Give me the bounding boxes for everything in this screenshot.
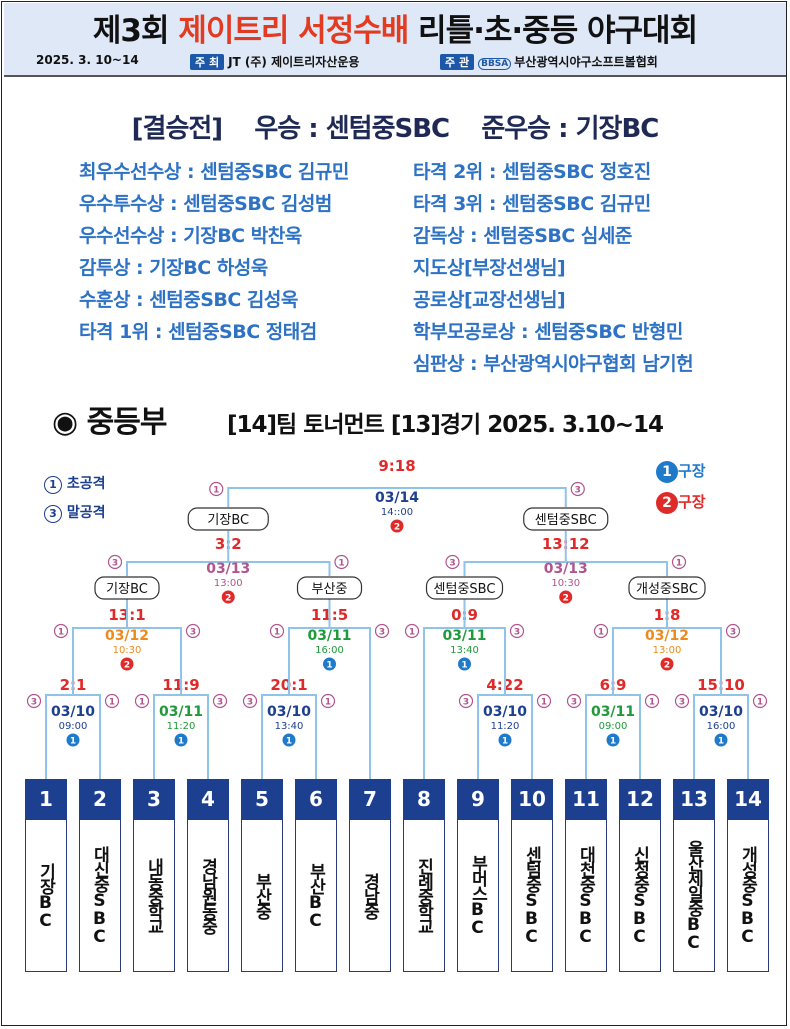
team-name: 부머스BC xyxy=(467,855,488,936)
team-number: 1 xyxy=(25,779,67,819)
legend-label: 초공격 xyxy=(66,476,106,492)
award-item: 감독상 : 센텀중SBC 심세준 xyxy=(413,225,632,247)
award-item: 타격 1위 : 센텀중SBC 정태검 xyxy=(79,321,317,343)
circle-3-icon: 3 xyxy=(44,505,62,523)
runner-up: 준우승 : 기장BC xyxy=(481,114,659,144)
team-name: 센텀중SBC xyxy=(521,846,542,945)
team-box: 부머스BC xyxy=(457,819,499,972)
title-highlight: 제이트리 서정수배 xyxy=(178,13,409,49)
organizer-name: 부산광역시야구소프트볼협회 xyxy=(514,55,658,69)
team-name: 대천중SBC xyxy=(575,846,596,945)
team-number: 11 xyxy=(565,779,607,819)
team-box: 부산BC xyxy=(295,819,337,972)
team-number: 6 xyxy=(295,779,337,819)
award-item: 우수선수상 : 기장BC 박찬욱 xyxy=(79,225,302,247)
team-name: 내동중학교 xyxy=(143,858,164,933)
tournament-date: 2025. 3. 10~14 xyxy=(36,53,139,67)
awards-right: 타격 2위 : 센텀중SBC 정호진 타격 3위 : 센텀중SBC 김규민 감독… xyxy=(413,156,694,380)
team-name: 진례중학교 xyxy=(413,858,434,933)
winner: 우승 : 센텀중SBC xyxy=(254,114,450,144)
host-name: JT (주) 제이트리자산운용 xyxy=(228,55,360,69)
organizer-logo: BBSA xyxy=(478,58,512,70)
legend-first-attack: 1 초공격 xyxy=(44,473,106,494)
team-box: 경남중 xyxy=(349,819,391,972)
award-item: 학부모공로상 : 센텀중SBC 반형민 xyxy=(413,321,683,343)
team-name: 개성중SBC xyxy=(737,846,758,945)
team-name: 대신중SBC xyxy=(89,846,110,945)
team-name: 울산제일중BC xyxy=(683,840,704,951)
team-box: 센텀중SBC xyxy=(511,819,553,972)
team-box: 진례중학교 xyxy=(403,819,445,972)
division-info: [14]팀 토너먼트 [13]경기 2025. 3.10~14 xyxy=(227,412,664,438)
host-tag: 주 최 xyxy=(190,54,225,70)
team-number: 12 xyxy=(619,779,661,819)
field-1-badge-icon: 1 xyxy=(656,461,678,483)
team-number: 4 xyxy=(187,779,229,819)
legend-label: 구장 xyxy=(678,462,706,480)
team-box: 신정중SBC xyxy=(619,819,661,972)
legend-label: 구장 xyxy=(678,493,706,511)
team-box: 개성중SBC xyxy=(727,819,769,972)
circle-1-icon: 1 xyxy=(44,476,62,494)
award-item: 타격 3위 : 센텀중SBC 김규민 xyxy=(413,193,651,215)
team-box: 내동중학교 xyxy=(133,819,175,972)
division-title: ◉ 중등부 xyxy=(52,397,168,441)
tournament-title: 제3회 제이트리 서정수배 리틀·초·중등 야구대회 xyxy=(92,13,698,49)
team-number: 14 xyxy=(727,779,769,819)
result-label: [결승전] xyxy=(131,114,224,144)
team-name: 신정중SBC xyxy=(629,846,650,945)
award-item: 수훈상 : 센텀중SBC 김성욱 xyxy=(79,289,298,311)
award-item: 지도상[부장선생님] xyxy=(413,257,566,279)
team-number: 8 xyxy=(403,779,445,819)
team-box: 기장BC xyxy=(25,819,67,972)
target-icon: ◉ xyxy=(52,405,78,440)
team-name: 부산BC xyxy=(305,862,326,929)
award-item: 우수투수상 : 센텀중SBC 김성범 xyxy=(79,193,332,215)
field-2-badge-icon: 2 xyxy=(656,492,678,514)
legend-last-attack: 3 말공격 xyxy=(44,502,106,523)
team-number: 9 xyxy=(457,779,499,819)
team-box: 대천중SBC xyxy=(565,819,607,972)
team-number: 13 xyxy=(673,779,715,819)
award-item: 최우수선수상 : 센텀중SBC 김규민 xyxy=(79,161,349,183)
award-item: 심판상 : 부산광역시야구협회 남기헌 xyxy=(413,353,694,375)
team-box: 대신중SBC xyxy=(79,819,121,972)
header-banner: 제3회 제이트리 서정수배 리틀·초·중등 야구대회 2025. 3. 10~1… xyxy=(4,3,786,77)
team-number: 7 xyxy=(349,779,391,819)
team-name: 부산중 xyxy=(251,873,272,918)
award-item: 타격 2위 : 센텀중SBC 정호진 xyxy=(413,161,651,183)
team-name: 경남원동중 xyxy=(197,858,218,933)
team-box: 울산제일중BC xyxy=(673,819,715,972)
team-number: 3 xyxy=(133,779,175,819)
team-box: 경남원동중 xyxy=(187,819,229,972)
team-box: 부산중 xyxy=(241,819,283,972)
awards-left: 최우수선수상 : 센텀중SBC 김규민 우수투수상 : 센텀중SBC 김성범 우… xyxy=(79,156,349,348)
team-number: 2 xyxy=(79,779,121,819)
team-name: 경남중 xyxy=(359,873,380,918)
team-number: 5 xyxy=(241,779,283,819)
organizer-tag: 주 관 xyxy=(440,54,475,70)
award-item: 공로상[교장선생님] xyxy=(413,289,566,311)
legend-label: 말공격 xyxy=(66,505,106,521)
award-item: 감투상 : 기장BC 하성욱 xyxy=(79,257,268,279)
team-name: 기장BC xyxy=(35,862,56,929)
team-number: 10 xyxy=(511,779,553,819)
final-result: [결승전] 우승 : 센텀중SBC 준우승 : 기장BC xyxy=(0,108,790,145)
division-name: 중등부 xyxy=(86,405,168,440)
